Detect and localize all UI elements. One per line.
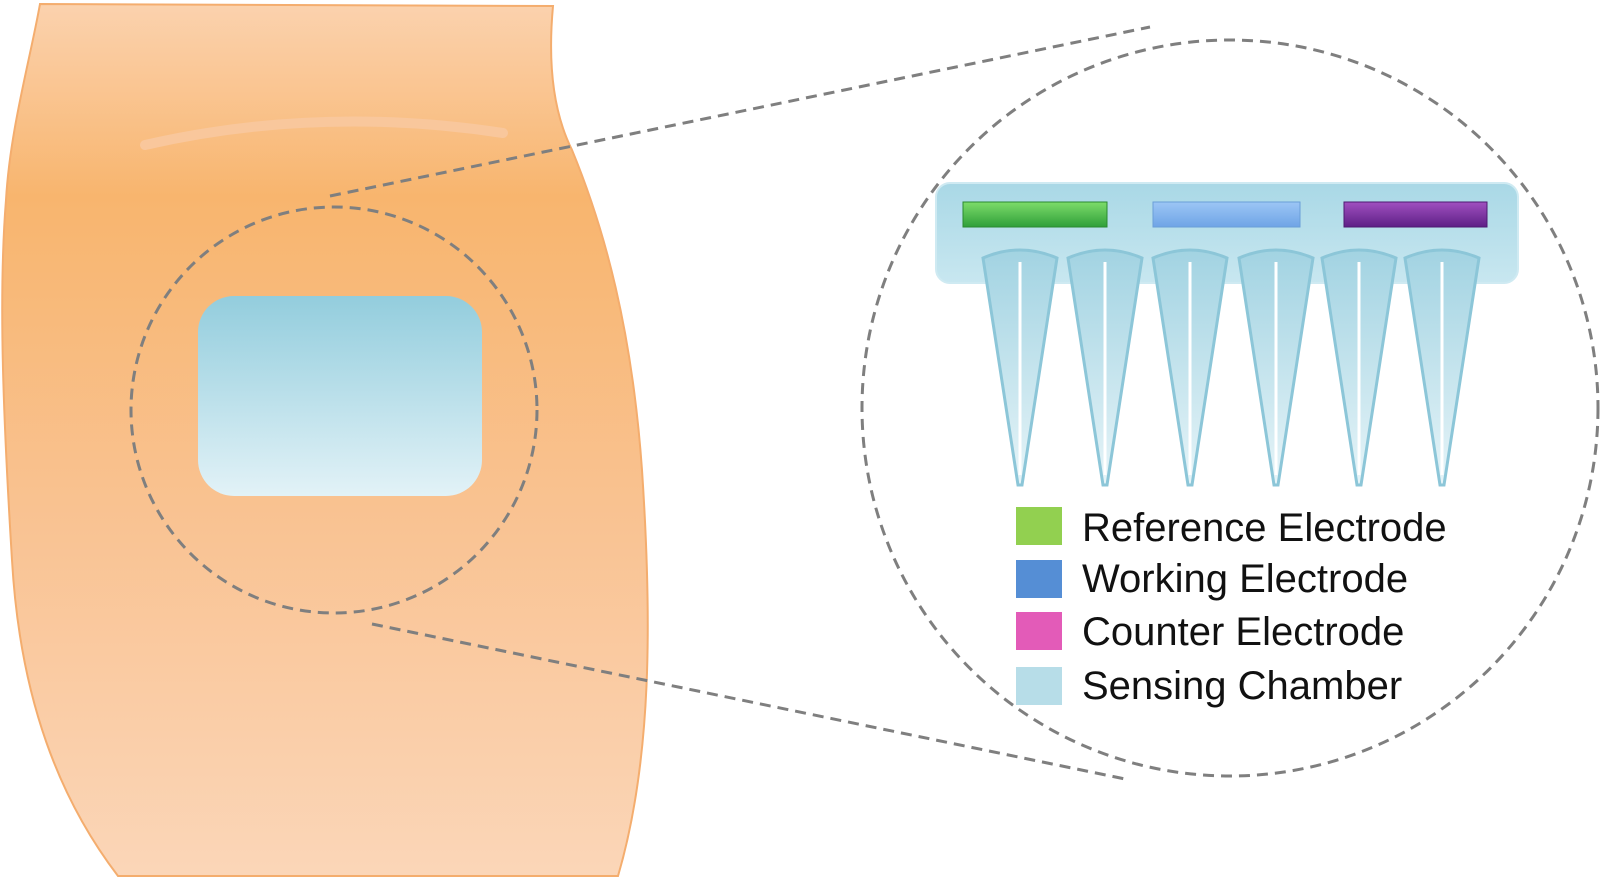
legend-swatch-reference <box>1016 507 1062 545</box>
legend-item-sensing-chamber: Sensing Chamber <box>1016 664 1402 708</box>
legend: Reference Electrode Working Electrode Co… <box>1016 506 1447 708</box>
counter-electrode-bar <box>1343 201 1488 228</box>
legend-item-reference: Reference Electrode <box>1016 506 1447 550</box>
microneedle-array <box>981 248 1481 487</box>
legend-item-counter: Counter Electrode <box>1016 610 1404 654</box>
legend-swatch-counter <box>1016 612 1062 650</box>
legend-swatch-sensing-chamber <box>1016 667 1062 705</box>
reference-electrode-bar <box>962 201 1108 228</box>
zoom-connector-top <box>329 25 1151 198</box>
legend-label-sensing-chamber: Sensing Chamber <box>1082 664 1402 708</box>
skin-crease <box>140 116 508 150</box>
zoom-connector-bottom <box>371 622 1131 782</box>
zoom-source-circle <box>129 205 539 615</box>
legend-item-working: Working Electrode <box>1016 557 1408 601</box>
legend-swatch-working <box>1016 560 1062 598</box>
legend-label-working: Working Electrode <box>1082 557 1408 601</box>
working-electrode-bar <box>1152 201 1301 228</box>
legend-label-reference: Reference Electrode <box>1082 506 1447 550</box>
legend-label-counter: Counter Electrode <box>1082 610 1404 654</box>
sensor-patch <box>198 296 482 496</box>
